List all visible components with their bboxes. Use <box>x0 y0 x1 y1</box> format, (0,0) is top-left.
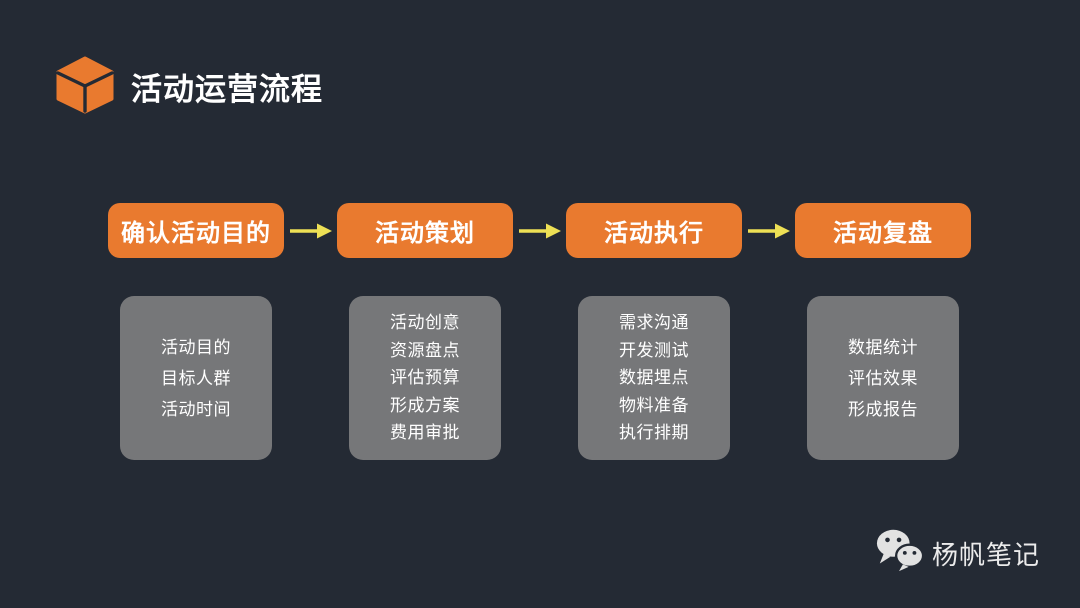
watermark-text: 杨帆笔记 <box>931 540 1040 570</box>
detail-item: 需求沟通 <box>619 313 689 333</box>
detail-item: 费用审批 <box>390 423 460 443</box>
detail-item: 评估预算 <box>390 368 460 388</box>
stage-box: 活动执行 <box>566 203 742 258</box>
right-arrow-icon <box>289 223 332 238</box>
flow-stage-column-2: 活动策划 活动创意 资源盘点 评估预算 形成方案 费用审批 <box>337 203 513 460</box>
wechat-icon <box>875 527 925 580</box>
right-arrow-icon <box>747 223 790 238</box>
flow-arrow <box>513 203 566 258</box>
detail-item: 目标人群 <box>161 368 231 388</box>
right-arrow-icon <box>518 223 561 238</box>
detail-item: 活动目的 <box>161 337 231 357</box>
flow-stage-column-3: 活动执行 需求沟通 开发测试 数据埋点 物料准备 执行排期 <box>566 203 742 460</box>
flow-stage-column-1: 确认活动目的 活动目的 目标人群 活动时间 <box>108 203 284 460</box>
stage-label: 活动复盘 <box>833 220 933 247</box>
watermark: 杨帆笔记 <box>875 527 1040 580</box>
stage-label: 活动执行 <box>604 220 704 247</box>
cube-icon <box>55 56 115 119</box>
detail-item: 形成方案 <box>390 395 460 415</box>
detail-item: 形成报告 <box>848 399 918 419</box>
stage-box: 活动复盘 <box>795 203 971 258</box>
detail-item: 开发测试 <box>619 340 689 360</box>
stage-detail-box: 需求沟通 开发测试 数据埋点 物料准备 执行排期 <box>578 296 730 460</box>
stage-detail-box: 数据统计 评估效果 形成报告 <box>807 296 959 460</box>
detail-item: 执行排期 <box>619 423 689 443</box>
detail-item: 物料准备 <box>619 395 689 415</box>
header: 活动运营流程 <box>55 56 323 119</box>
detail-item: 资源盘点 <box>390 340 460 360</box>
stage-box: 活动策划 <box>337 203 513 258</box>
detail-item: 活动时间 <box>161 399 231 419</box>
flow-arrow <box>742 203 795 258</box>
stage-label: 活动策划 <box>375 220 475 247</box>
flow-diagram: 确认活动目的 活动目的 目标人群 活动时间 活动策划 活动创意 资源盘点 评估预… <box>108 203 971 460</box>
detail-item: 数据统计 <box>848 337 918 357</box>
detail-item: 评估效果 <box>848 368 918 388</box>
flow-stage-column-4: 活动复盘 数据统计 评估效果 形成报告 <box>795 203 971 460</box>
stage-detail-box: 活动目的 目标人群 活动时间 <box>120 296 272 460</box>
stage-detail-box: 活动创意 资源盘点 评估预算 形成方案 费用审批 <box>349 296 501 460</box>
detail-item: 活动创意 <box>390 313 460 333</box>
stage-label: 确认活动目的 <box>121 220 271 247</box>
detail-item: 数据埋点 <box>619 368 689 388</box>
stage-box: 确认活动目的 <box>108 203 284 258</box>
flow-arrow <box>284 203 337 258</box>
page-title: 活动运营流程 <box>131 72 323 107</box>
